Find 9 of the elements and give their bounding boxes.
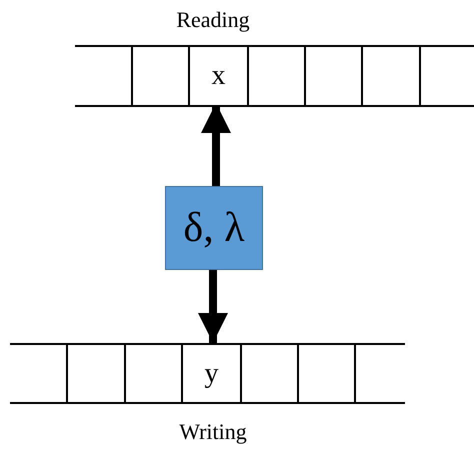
arrow [198, 270, 228, 343]
tape-label: Writing [179, 419, 247, 445]
box-label: δ, λ [183, 207, 245, 249]
cell-symbol: x [212, 62, 226, 90]
cell-symbol: y [204, 360, 218, 388]
process-box [165, 186, 263, 270]
tape-cell [188, 47, 249, 105]
tape-label: Reading [176, 7, 250, 33]
tape-cell [181, 345, 242, 402]
